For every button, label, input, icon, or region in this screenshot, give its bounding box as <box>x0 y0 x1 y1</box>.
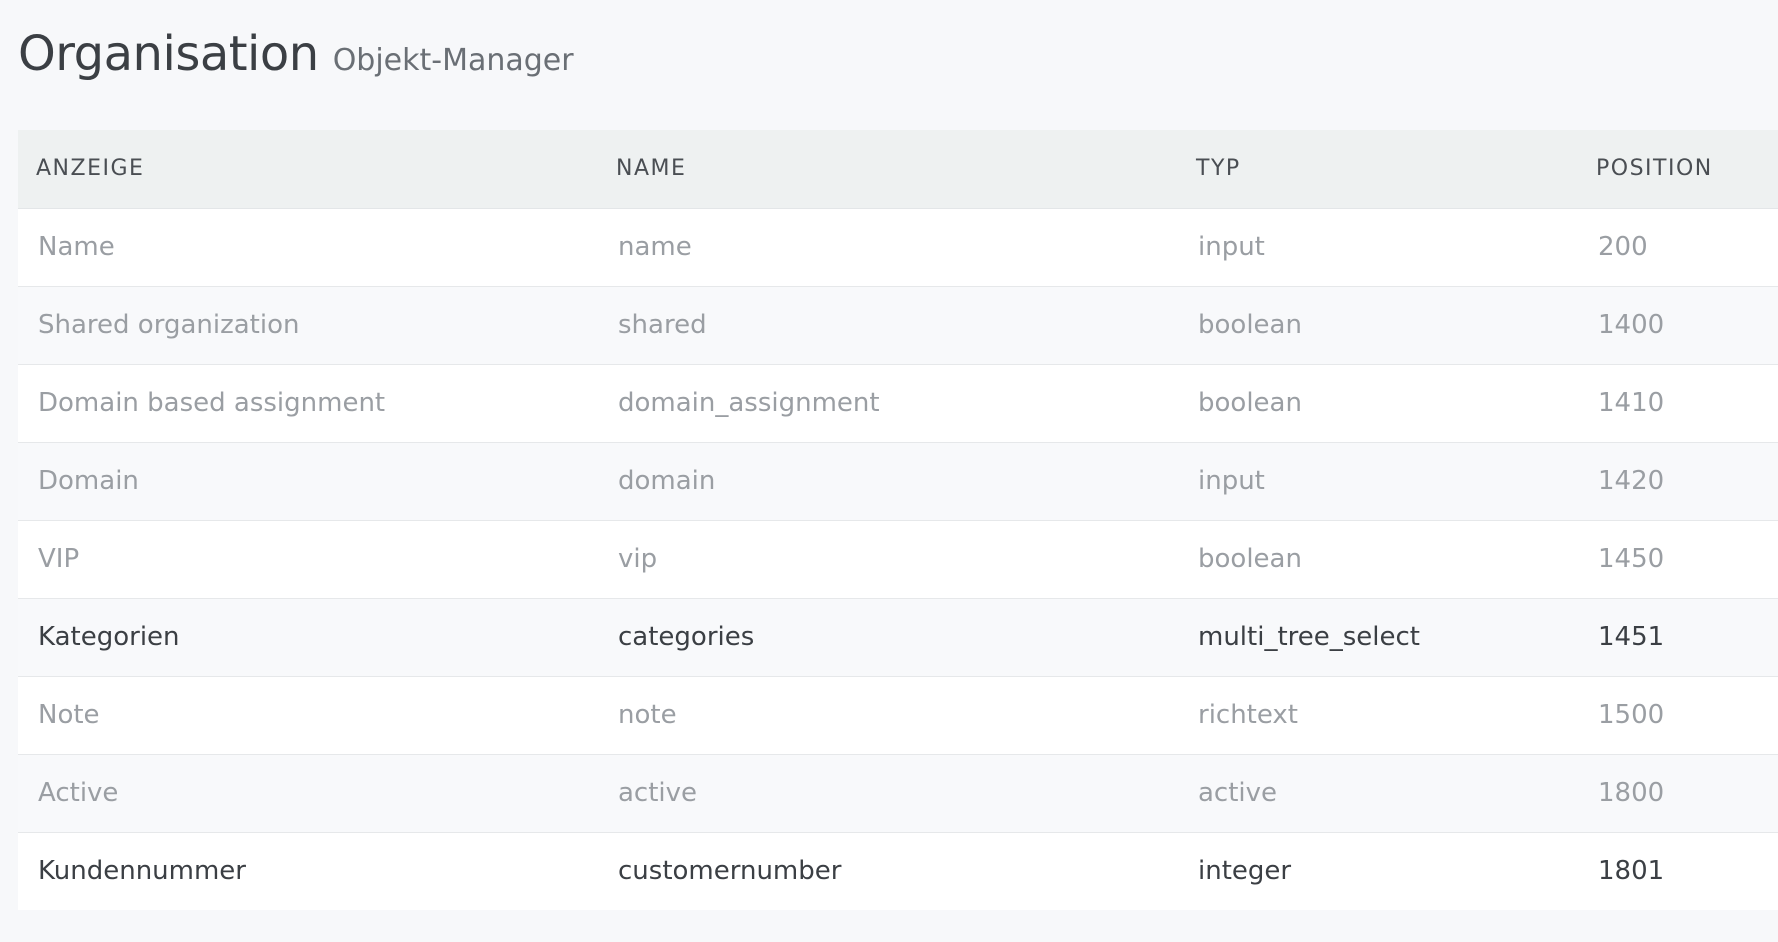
cell-name: domain_assignment <box>598 364 1178 443</box>
cell-position: 200 <box>1578 208 1778 287</box>
cell-name: customernumber <box>618 856 842 887</box>
table-header-row: ANZEIGE NAME TYP POSITION <box>18 130 1778 209</box>
cell-display: Note <box>18 676 598 755</box>
cell-name: vip <box>598 520 1178 599</box>
cell-type: boolean <box>1178 286 1578 365</box>
cell-display: Kategorien <box>18 598 598 677</box>
column-header-type[interactable]: TYP <box>1178 130 1578 209</box>
cell-type: multi_tree_select <box>1178 598 1578 677</box>
cell-name: categories <box>598 598 1178 677</box>
cell-type: input <box>1178 208 1578 287</box>
cell-position: 1450 <box>1578 520 1778 599</box>
cell-display: Name <box>18 208 598 287</box>
cell-type: input <box>1178 442 1578 521</box>
cell-name: active <box>598 754 1178 833</box>
cell-display: VIP <box>18 520 598 599</box>
cell-name: name <box>598 208 1178 287</box>
column-header-display[interactable]: ANZEIGE <box>18 130 598 209</box>
page-subtitle: Objekt-Manager <box>332 43 574 78</box>
page-header: Organisation Objekt-Manager <box>18 26 574 82</box>
cell-position: 1420 <box>1578 442 1778 521</box>
cell-display: Active <box>18 754 598 833</box>
cell-position: 1451 <box>1578 598 1778 677</box>
cell-name: shared <box>598 286 1178 365</box>
cell-name: note <box>598 676 1178 755</box>
cell-position: 1500 <box>1578 676 1778 755</box>
cell-type: boolean <box>1178 364 1578 443</box>
column-header-position[interactable]: POSITION <box>1578 130 1778 209</box>
cell-type: boolean <box>1178 520 1578 599</box>
cell-display: Shared organization <box>18 286 598 365</box>
cell-type: integer <box>1198 856 1292 887</box>
cell-position: 1800 <box>1578 754 1778 833</box>
cell-position: 1400 <box>1578 286 1778 365</box>
cell-position: 1801 <box>1598 856 1665 887</box>
cell-name: domain <box>598 442 1178 521</box>
cell-display: Kundennummer <box>38 856 246 887</box>
table-row[interactable]: Kundennummer customernumber integer 1801 <box>18 832 1778 910</box>
column-header-name[interactable]: NAME <box>598 130 1178 209</box>
cell-display: Domain <box>18 442 598 521</box>
cell-type: active <box>1178 754 1578 833</box>
cell-display: Domain based assignment <box>18 364 598 443</box>
page-title: Organisation <box>18 26 319 82</box>
cell-type: richtext <box>1178 676 1578 755</box>
cell-position: 1410 <box>1578 364 1778 443</box>
